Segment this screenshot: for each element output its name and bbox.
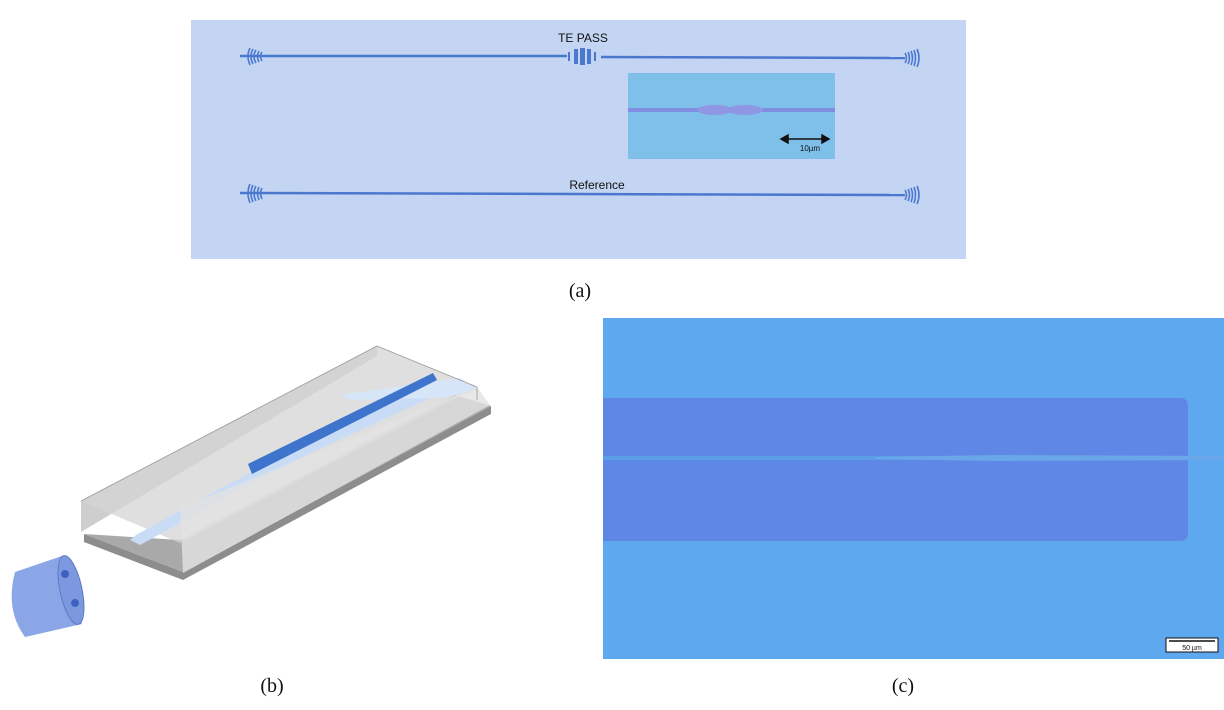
inset-background <box>628 73 835 159</box>
caption-b: (b) <box>260 675 283 697</box>
grating-coupler-right <box>904 48 920 68</box>
te-pass-device: TE PASS <box>240 31 920 68</box>
reference-label: Reference <box>569 178 625 192</box>
panel-c: 50 µm (c) <box>603 318 1224 697</box>
scale-bar: 50 µm <box>1165 637 1219 653</box>
fiber-core <box>61 570 69 578</box>
te-pass-filter <box>568 48 596 65</box>
inset-filter-lobe <box>697 105 733 115</box>
grating-coupler-left <box>247 47 263 66</box>
reference-device: Reference <box>239 178 920 205</box>
cladding-front-wall <box>180 387 490 573</box>
inset-scale-label: 10µm <box>800 144 821 153</box>
taper-section <box>875 455 1224 461</box>
inset-filter-lobe <box>727 105 763 115</box>
panel-b: (b) <box>11 345 491 697</box>
grating-coupler-right <box>904 185 920 205</box>
microscope-inset: 10µm <box>628 73 835 159</box>
caption-a: (a) <box>569 280 591 302</box>
grating-coupler-left <box>247 183 263 204</box>
fiber-core <box>71 599 79 607</box>
panel-a-background <box>191 20 966 259</box>
waveguide <box>239 191 906 197</box>
cladding-edges <box>80 345 478 502</box>
caption-c: (c) <box>892 675 914 697</box>
filter-waveguide <box>248 373 437 474</box>
etched-trench <box>603 398 1188 541</box>
waveguide <box>600 55 906 60</box>
inset-scale-arrow <box>779 133 831 145</box>
optical-fiber <box>11 555 85 637</box>
scale-bar-label: 50 µm <box>1182 645 1202 652</box>
panel-a: TE PASS 10µm Reference (a) <box>191 20 966 302</box>
te-pass-label: TE PASS <box>558 31 608 45</box>
